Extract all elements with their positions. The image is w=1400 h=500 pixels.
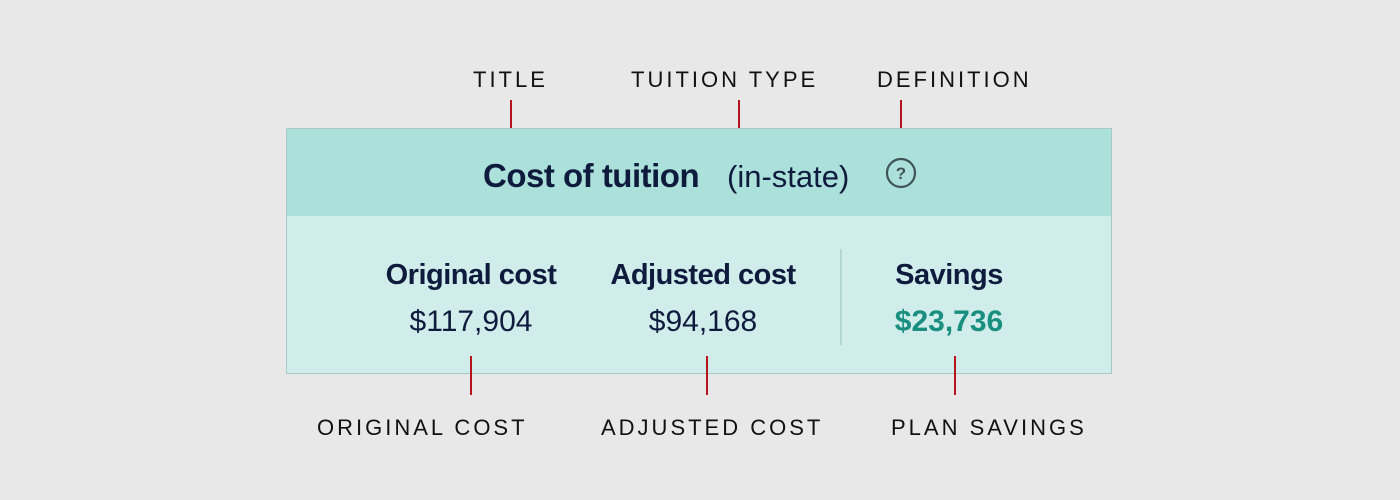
tuition-cost-card: Cost of tuition (in-state) ? Original co…: [286, 128, 1112, 374]
savings-value: $23,736: [894, 305, 1004, 338]
annotation-tick-original-cost: [470, 356, 472, 395]
annotation-title: TITLE: [473, 67, 548, 92]
annotation-original-cost: ORIGINAL COST: [317, 415, 528, 440]
adjusted-cost-label: Adjusted cost: [610, 259, 796, 291]
original-cost-value: $117,904: [409, 305, 533, 338]
annotation-tick-definition: [900, 100, 902, 139]
annotation-plan-savings: PLAN SAVINGS: [891, 415, 1087, 440]
question-circle-icon[interactable]: ?: [885, 157, 917, 189]
column-divider: [840, 249, 842, 345]
annotation-tuition-type: TUITION TYPE: [631, 67, 819, 92]
tuition-type-label: (in-state): [727, 159, 850, 194]
card-title: Cost of tuition: [483, 157, 700, 194]
savings-label: Savings: [895, 259, 1003, 291]
annotation-tick-tuition-type: [738, 100, 740, 139]
card-header: Cost of tuition (in-state) ?: [287, 129, 1111, 216]
adjusted-cost-value: $94,168: [648, 305, 758, 338]
annotation-tick-title: [510, 100, 512, 139]
annotation-definition: DEFINITION: [877, 67, 1032, 92]
annotation-tick-plan-savings: [954, 356, 956, 395]
original-cost-label: Original cost: [385, 259, 557, 291]
annotation-adjusted-cost: ADJUSTED COST: [601, 415, 824, 440]
annotation-tick-adjusted-cost: [706, 356, 708, 395]
svg-text:?: ?: [896, 164, 906, 183]
